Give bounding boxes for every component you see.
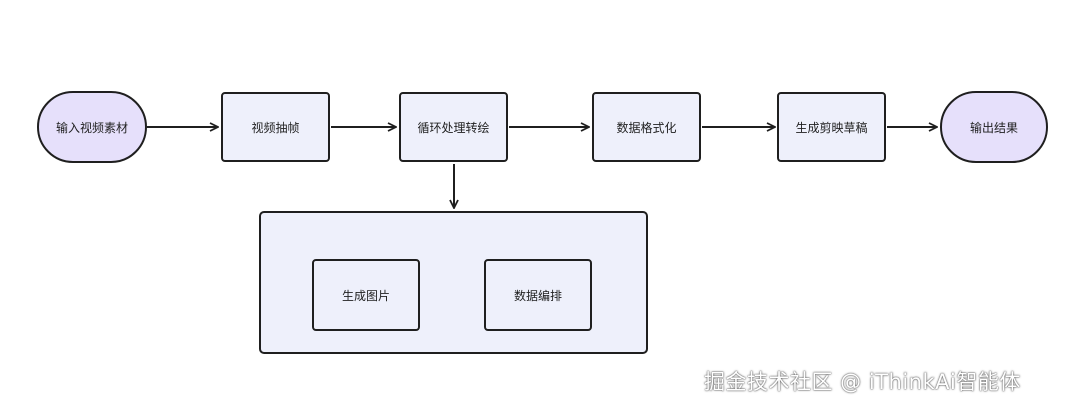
node-generate-draft-label: 生成剪映草稿 (795, 120, 868, 135)
node-extract-frames: 视频抽帧 (221, 92, 330, 162)
node-arrange-data-label: 数据编排 (513, 288, 562, 303)
node-output-label: 输出结果 (969, 120, 1018, 135)
node-generate-image: 生成图片 (312, 259, 420, 331)
node-generate-image-label: 生成图片 (341, 288, 390, 303)
node-format-data-label: 数据格式化 (616, 120, 677, 135)
node-start-label: 输入视频素材 (55, 120, 128, 135)
node-start: 输入视频素材 (37, 91, 147, 163)
node-extract-frames-label: 视频抽帧 (251, 120, 300, 135)
node-format-data: 数据格式化 (592, 92, 701, 162)
node-output: 输出结果 (940, 91, 1048, 163)
node-generate-draft: 生成剪映草稿 (777, 92, 886, 162)
node-arrange-data: 数据编排 (484, 259, 592, 331)
watermark-text: 掘金技术社区 @ iThinkAi智能体 (704, 370, 1021, 394)
node-loop-convert: 循环处理转绘 (399, 92, 508, 162)
node-loop-convert-label: 循环处理转绘 (417, 120, 490, 135)
